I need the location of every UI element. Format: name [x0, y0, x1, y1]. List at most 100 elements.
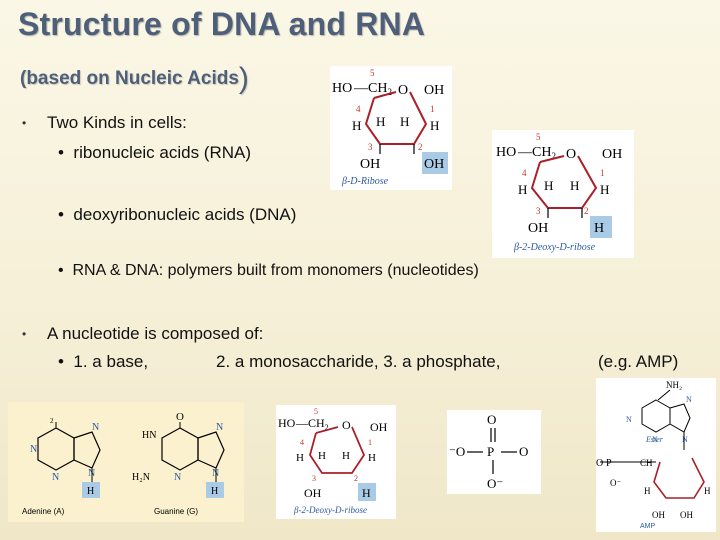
- amp-caption: AMP: [640, 523, 656, 530]
- h-2-label: H: [594, 221, 604, 236]
- phosphate-o-bottom: O⁻: [487, 476, 503, 491]
- highlight-box: [422, 152, 448, 174]
- deoxyribose-svg-bottom: HO —CH2 5 O OH 4 1 H H H H 3 2 OH H β-2-…: [278, 407, 388, 515]
- subtitle-paren-close: ): [238, 62, 249, 95]
- phosphate-o-right: O: [519, 444, 528, 459]
- bullet-marker: •: [22, 116, 27, 130]
- sub-bullet-components: • 1. a base,: [58, 352, 148, 372]
- carbon-1-number: 1: [368, 438, 372, 447]
- ribose-caption: β-D-Ribose: [341, 176, 389, 187]
- component-sugar-phosphate: 2. a monosaccharide, 3. a phosphate,: [216, 352, 501, 371]
- deoxyribose-caption: β-2-Deoxy-D-ribose: [513, 242, 596, 253]
- sub-bullet-marker: •: [58, 205, 64, 224]
- carbon-1-number: 1: [600, 168, 605, 178]
- phosphate-o-left: ⁻O: [449, 444, 465, 459]
- h-label: H: [318, 450, 326, 462]
- h-label: H: [342, 450, 350, 462]
- n-label: N: [216, 422, 223, 433]
- sub-bullet-polymers-text: RNA & DNA: polymers built from monomers …: [72, 262, 479, 279]
- bases-figure: 2 N N N N H Adenine (A) O HN H₂N N N N H…: [8, 402, 244, 522]
- carbon-2-number: 2: [584, 206, 589, 216]
- h-2-label: H: [362, 486, 371, 500]
- adenine-nh2: 2: [50, 417, 54, 425]
- carbon-4-number: 4: [300, 438, 304, 447]
- sub-bullet-marker: •: [58, 352, 64, 371]
- ch2-label: —CH2: [517, 145, 556, 161]
- deoxyribose-svg-top: HO —CH2 5 O OH 4 1 H H H H 3 2 OH H β-2-…: [496, 132, 622, 253]
- carbon-1-number: 1: [430, 104, 435, 114]
- subtitle-text: based on Nucleic Acids: [26, 68, 239, 89]
- amp-o: O: [596, 458, 603, 469]
- oh-1-label: OH: [370, 420, 388, 434]
- deoxyribose-figure-bottom: HO —CH2 5 O OH 4 1 H H H H 3 2 OH H β-2-…: [276, 405, 396, 519]
- oh-1-label: OH: [602, 147, 622, 162]
- ring-o-label: O: [566, 147, 576, 162]
- h-label: H: [704, 486, 711, 496]
- oh-3-label: OH: [360, 157, 380, 172]
- n-label: N: [652, 435, 658, 444]
- amp-oh-2: OH: [680, 510, 693, 520]
- amp-o-minus: O⁻: [610, 478, 621, 488]
- bullet-two-kinds: Two Kinds in cells:: [47, 113, 187, 132]
- amp-p: P: [606, 458, 612, 469]
- sub-bullet-dna: • deoxyribonucleic acids (DNA): [58, 205, 296, 225]
- oh-1-label: OH: [424, 83, 444, 98]
- component-base: 1. a base,: [73, 352, 149, 371]
- sub-bullet-dna-text: deoxyribonucleic acids (DNA): [73, 205, 297, 224]
- carbon-2-number: 2: [354, 474, 358, 483]
- ho-label: HO: [278, 416, 296, 430]
- ch2-label: —CH2: [295, 416, 329, 432]
- bullet-nucleotide: A nucleotide is composed of:: [47, 324, 264, 343]
- ho-label: HO: [332, 81, 352, 96]
- carbon-4-number: 4: [522, 168, 527, 178]
- amp-nh2: NH₂: [666, 380, 682, 390]
- bullet-marker: •: [22, 327, 27, 341]
- carbon-2-number: 2: [418, 142, 423, 152]
- carbon-3-number: 3: [536, 206, 541, 216]
- carbon-5-number: 5: [370, 68, 375, 78]
- phosphate-figure: O ⁻O P O O⁻: [447, 410, 541, 494]
- subtitle-paren-open: (: [20, 68, 27, 89]
- guanine-caption: Guanine (G): [154, 507, 198, 516]
- n-label: N: [52, 472, 59, 483]
- h-label: H: [644, 486, 651, 496]
- sub-bullet-marker: •: [58, 262, 64, 279]
- ring-o-label: O: [398, 83, 408, 98]
- ribose-figure: HO —CH2 5 O OH 4 1 H H H H 3 2 OH OH β-D…: [330, 66, 452, 190]
- ho-label: HO: [496, 145, 516, 160]
- h-label: H: [544, 178, 553, 193]
- phosphate-p: P: [487, 444, 494, 459]
- carbon-5-number: 5: [314, 407, 318, 416]
- phosphate-o-top: O: [487, 412, 496, 427]
- h-label: H: [87, 486, 94, 497]
- h-label: H: [296, 452, 304, 464]
- sub-bullet-polymers: • RNA & DNA: polymers built from monomer…: [58, 262, 479, 280]
- h-label: H: [600, 182, 609, 197]
- n-label: N: [686, 395, 692, 404]
- carbon-5-number: 5: [536, 132, 541, 142]
- h-label: H: [352, 118, 361, 133]
- n-label: N: [626, 415, 632, 424]
- n-label: N: [682, 435, 688, 444]
- h-label: H: [430, 118, 439, 133]
- amp-svg: NH₂ N N N N Ester O P CH O⁻ H H OH OH AM…: [596, 380, 711, 530]
- h-label: H: [368, 452, 376, 464]
- n-label: N: [174, 472, 181, 483]
- oh-3-label: OH: [304, 486, 322, 500]
- phosphate-svg: O ⁻O P O O⁻: [449, 412, 528, 491]
- sub-bullet-marker: •: [58, 143, 64, 162]
- amp-figure: NH₂ N N N N Ester O P CH O⁻ H H OH OH AM…: [596, 378, 716, 532]
- deoxyribose-figure-top: HO —CH2 5 O OH 4 1 H H H H 3 2 OH H β-2-…: [492, 130, 634, 258]
- amp-example: (e.g. AMP): [598, 352, 679, 371]
- h-label: H: [211, 486, 218, 497]
- hn-label: HN: [142, 430, 156, 441]
- deoxyribose-caption: β-2-Deoxy-D-ribose: [293, 505, 367, 515]
- h-label: H: [518, 182, 527, 197]
- n-label: N: [30, 444, 37, 455]
- slide-subtitle: (based on Nucleic Acids): [20, 58, 249, 95]
- amp-oh-3: OH: [652, 510, 665, 520]
- sub-bullet-rna-text: ribonucleic acids (RNA): [73, 143, 252, 162]
- carbon-4-number: 4: [356, 104, 361, 114]
- bases-svg: 2 N N N N H Adenine (A) O HN H₂N N N N H…: [22, 411, 225, 516]
- oh-2-label: OH: [424, 157, 444, 172]
